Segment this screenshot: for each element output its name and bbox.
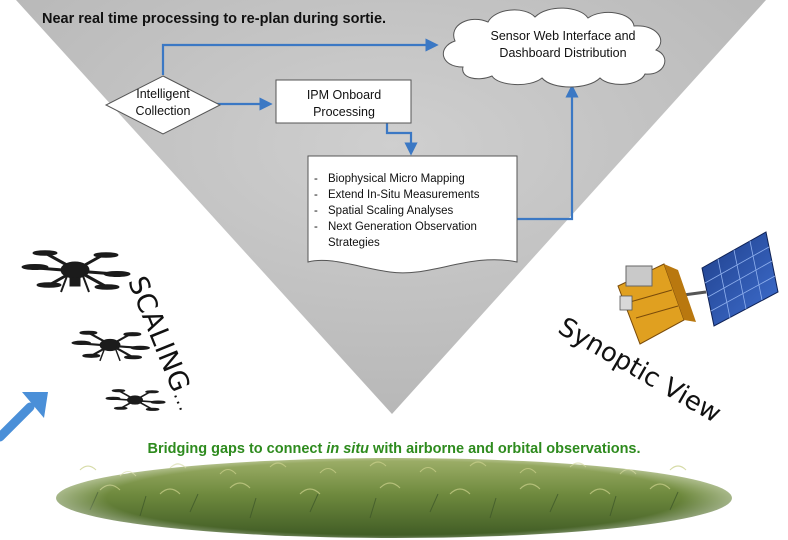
upward-arrow-icon	[0, 392, 48, 442]
connector-arrows	[161, 38, 579, 221]
list-item: -Biophysical Micro Mapping	[314, 173, 465, 185]
document-node-list: -Biophysical Micro Mapping -Extend In-Si…	[312, 171, 524, 251]
arrow-ipm-to-document	[385, 122, 418, 156]
decision-node-shape	[104, 75, 222, 135]
decision-node-label: Intelligent Collection	[118, 86, 208, 120]
arrow-decision-to-cloud	[161, 38, 439, 75]
list-item: -Spatial Scaling Analyses	[314, 205, 454, 217]
satellite-icon	[617, 231, 779, 345]
process-node-line2: Processing	[313, 105, 375, 119]
list-item: -Next Generation Observation Strategies	[314, 221, 477, 249]
diagram-title: Near real time processing to re-plan dur…	[42, 11, 387, 27]
cloud-node-line1: Sensor Web Interface and	[490, 29, 636, 43]
process-node-line1: IPM Onboard	[306, 88, 382, 102]
cloud-node-label: Sensor Web Interface and Dashboard Distr…	[455, 28, 671, 62]
document-node-shape	[307, 155, 518, 274]
wheat-field-image	[52, 454, 736, 540]
caption-italic: in situ	[326, 441, 370, 457]
decision-node-line2: Collection	[135, 104, 191, 118]
caption-after: with airborne and orbital observations.	[369, 441, 641, 457]
process-node-label: IPM Onboard Processing	[278, 87, 410, 121]
caption-before: Bridging gaps to connect	[147, 441, 327, 457]
caption: Bridging gaps to connect in situ with ai…	[0, 441, 788, 457]
cloud-node-line2: Dashboard Distribution	[499, 46, 627, 60]
list-item: -Extend In-Situ Measurements	[314, 189, 480, 201]
cloud-node-shape	[443, 7, 666, 88]
drone-icon	[105, 389, 166, 411]
arrow-document-to-cloud	[517, 84, 579, 221]
drone-icon	[21, 250, 131, 293]
process-node-shape	[275, 79, 412, 124]
drone-icon	[71, 330, 150, 362]
decision-node-line1: Intelligent	[136, 87, 190, 101]
